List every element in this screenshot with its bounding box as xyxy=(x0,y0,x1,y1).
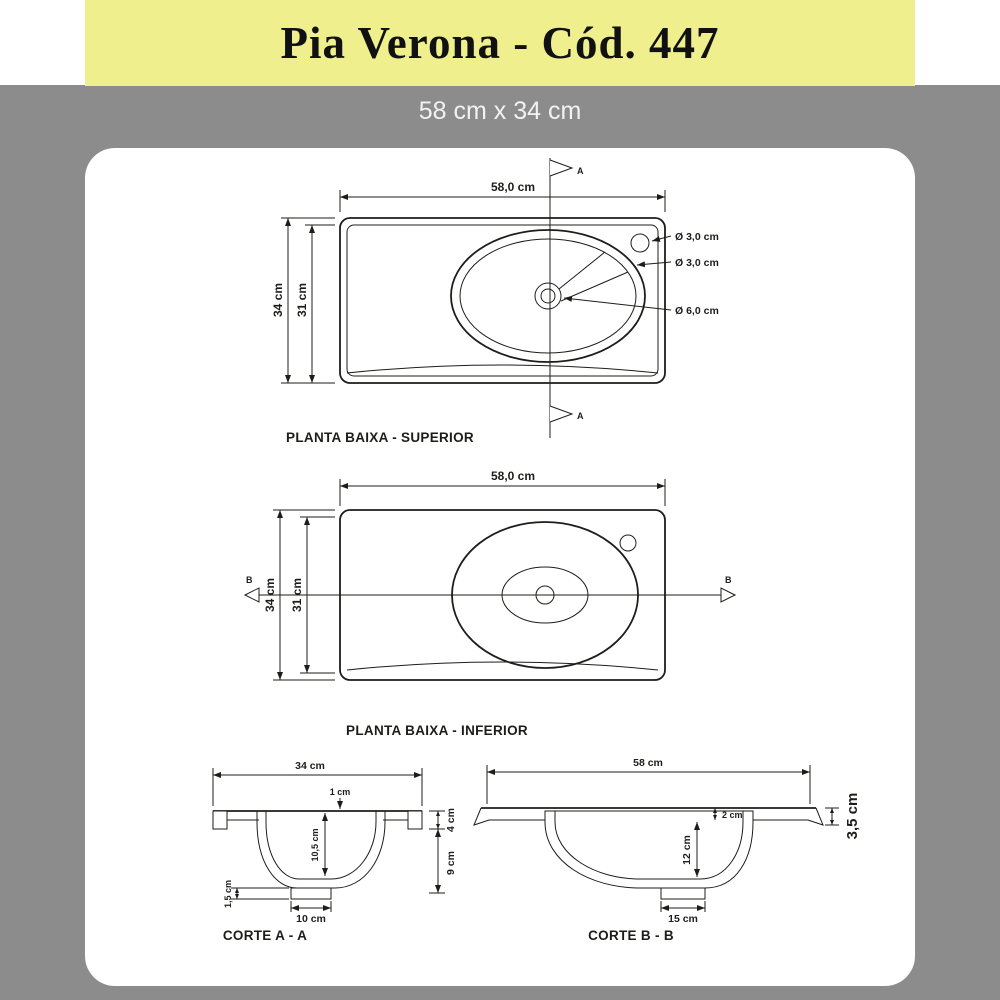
basin-oval-inner xyxy=(459,238,637,354)
overall-dimensions-subtitle: 58 cm x 34 cm xyxy=(418,97,582,125)
bowl-inner xyxy=(265,810,377,880)
technical-drawing-canvas: A A 58,0 cm 34 cm 31 cm xyxy=(212,158,861,943)
dim-depth: 9 cm xyxy=(445,851,457,875)
view-superior: A A 58,0 cm 34 cm 31 cm xyxy=(271,158,719,445)
basin-slope-line xyxy=(558,251,606,290)
corte-a-dimensions: 34 cm 1 cm 10,5 cm 4 cm 9 cm 1,5 cm xyxy=(212,760,457,925)
callout-overflow-hole: Ø 3,0 cm xyxy=(675,257,719,269)
corte-b-body xyxy=(473,807,824,900)
dim-width: 58,0 cm xyxy=(491,469,535,483)
superior-dimensions: 58,0 cm 34 cm 31 cm Ø 3,0 cm Ø 3,0 cm Ø … xyxy=(271,180,719,384)
dim-height-inner: 31 cm xyxy=(290,578,304,612)
superior-label: PLANTA BAIXA - SUPERIOR xyxy=(286,430,474,445)
dim-height-outer: 34 cm xyxy=(263,578,277,612)
drain-hole-outer xyxy=(534,282,562,310)
callout-faucet-hole: Ø 3,0 cm xyxy=(675,231,719,243)
section-marker-right xyxy=(720,587,737,603)
leader-overflow xyxy=(636,261,672,268)
sink-outline-outer xyxy=(339,217,666,384)
inferior-label: PLANTA BAIXA - INFERIOR xyxy=(346,723,528,738)
superior-section-line: A A xyxy=(549,158,584,438)
leader-drain xyxy=(563,295,672,311)
superior-body xyxy=(339,217,666,384)
section-letter: A xyxy=(577,411,584,421)
section-flag-bottom xyxy=(549,405,574,423)
sink-outline-inner xyxy=(346,224,659,377)
title-banner: Pia Verona - Cód. 447 xyxy=(85,0,915,86)
edge-left xyxy=(473,807,545,826)
basin-oval-outer xyxy=(450,229,646,363)
leader-faucet xyxy=(651,235,672,242)
dim-edge-height: 3,5 cm xyxy=(844,793,861,840)
front-edge-curve xyxy=(346,661,659,671)
edge-right xyxy=(753,807,824,826)
section-letter: B xyxy=(725,575,732,585)
dim-foot-width: 15 cm xyxy=(668,913,698,925)
dim-top-thickness: 1 cm xyxy=(330,787,351,797)
section-letter: B xyxy=(246,575,253,585)
bowl-inner xyxy=(554,810,744,880)
dim-width: 58,0 cm xyxy=(491,180,535,194)
dim-height-inner: 31 cm xyxy=(295,283,309,317)
faucet-hole xyxy=(619,534,637,552)
dim-base-thickness: 1,5 cm xyxy=(223,880,233,908)
product-title: Pia Verona - Cód. 447 xyxy=(280,18,720,68)
dim-height-outer: 34 cm xyxy=(271,283,285,317)
drain-hole-inner xyxy=(540,288,556,304)
front-edge-curve xyxy=(346,364,659,374)
inferior-dimensions-left: 34 cm 31 cm xyxy=(263,509,335,681)
drain-foot xyxy=(290,887,332,900)
section-marker-left xyxy=(243,587,260,603)
drawing-panel: A A 58,0 cm 34 cm 31 cm xyxy=(85,148,915,986)
bowl-outer xyxy=(256,810,386,889)
section-flag-top xyxy=(549,159,574,177)
section-letter: A xyxy=(577,166,584,176)
dim-rim-height: 4 cm xyxy=(445,808,457,832)
drain-foot xyxy=(660,887,706,900)
dim-depth: 12 cm xyxy=(681,835,693,865)
corte-b-dimensions: 58 cm 2 cm 3,5 cm 12 cm 15 cm xyxy=(486,757,861,925)
corte-b-label: CORTE B - B xyxy=(588,928,674,943)
view-corte-b: 58 cm 2 cm 3,5 cm 12 cm 15 cm CORTE B - … xyxy=(473,757,861,943)
corte-a-label: CORTE A - A xyxy=(223,928,307,943)
callout-drain: Ø 6,0 cm xyxy=(675,305,719,317)
dim-width: 58 cm xyxy=(633,757,663,769)
dim-top-thickness: 2 cm xyxy=(722,810,743,820)
corte-a-body xyxy=(212,810,423,900)
inferior-dimensions-top: 58,0 cm xyxy=(339,469,666,506)
dim-foot-width: 10 cm xyxy=(296,913,326,925)
rim-right xyxy=(407,810,423,830)
faucet-hole xyxy=(630,233,650,253)
dim-width: 34 cm xyxy=(295,760,325,772)
rim-left xyxy=(212,810,228,830)
dim-inner-depth: 10,5 cm xyxy=(310,828,320,861)
view-inferior: 58,0 cm B B xyxy=(243,469,737,738)
view-corte-a: 34 cm 1 cm 10,5 cm 4 cm 9 cm 1,5 cm xyxy=(212,760,457,943)
inferior-section-line: B B xyxy=(243,575,737,603)
